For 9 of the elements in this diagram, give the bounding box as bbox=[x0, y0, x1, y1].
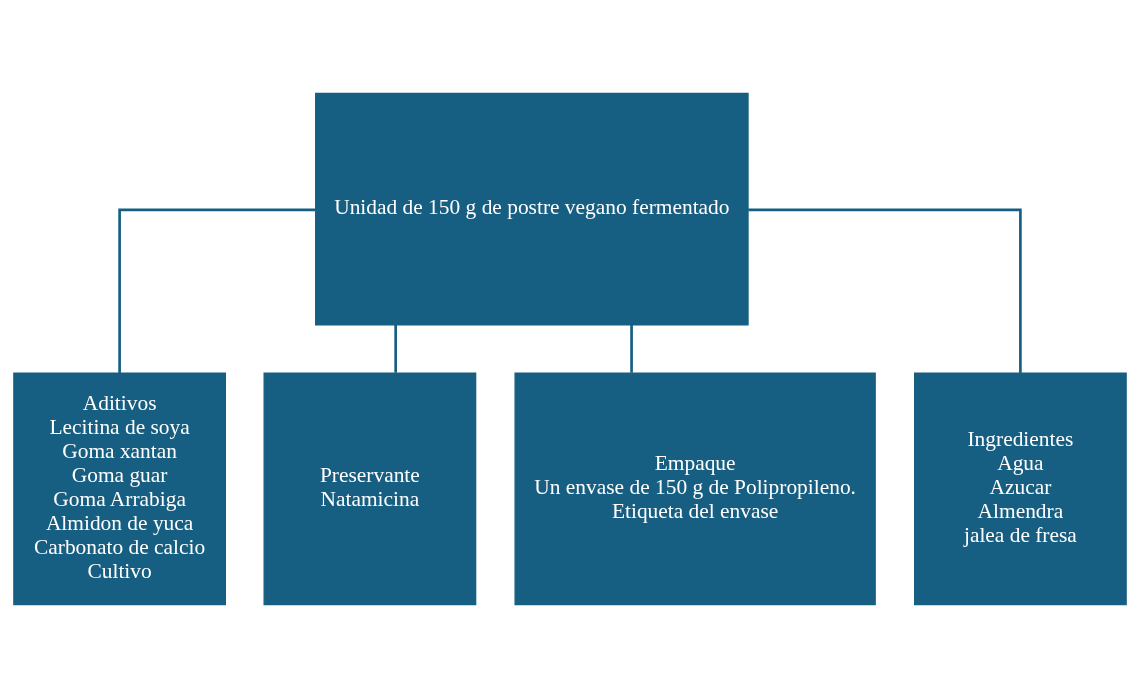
connector bbox=[630, 324, 633, 373]
node-box: Unidad de 150 g de postre vegano fermentado bbox=[315, 92, 749, 326]
connector bbox=[748, 208, 1022, 373]
connector bbox=[394, 324, 397, 373]
node-box: Empaque Un envase de 150 g de Polipropileno. Etiqueta del envase bbox=[514, 372, 876, 606]
node-box: Ingredientes Agua Azucar Almendra jalea de fresa bbox=[914, 372, 1127, 606]
node-box: Aditivos Lecitina de soya Goma xantan Goma guar Goma Arrabiga Almidon de yuca Carbonato de calcio Cultivo bbox=[13, 372, 226, 606]
node-box: Preservante Natamicina bbox=[263, 372, 477, 606]
connector bbox=[118, 208, 316, 373]
